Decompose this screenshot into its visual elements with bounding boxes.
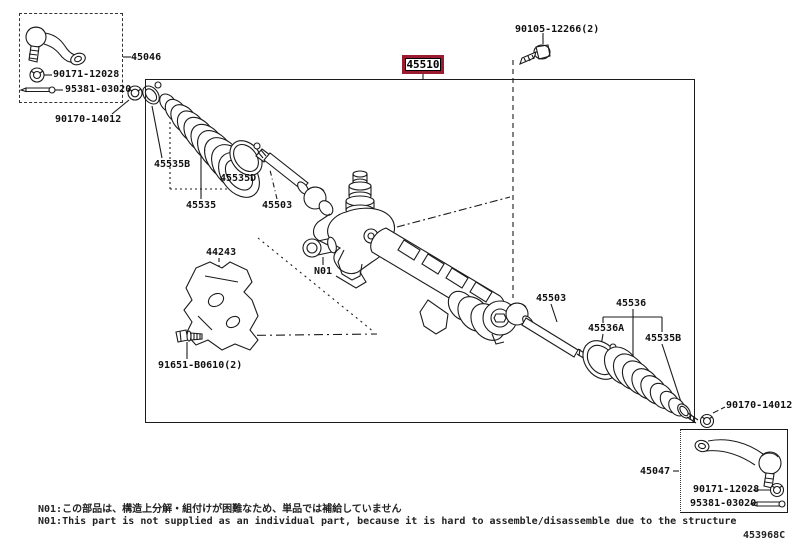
note-japanese: N01:この部品は、構造上分解・組付けが困難なため、単品では補給していません	[38, 504, 402, 515]
part-label-45536[interactable]: 45536	[616, 298, 647, 309]
part-label-45535D[interactable]: 45535D	[220, 173, 257, 184]
bracket-bolt-drawing	[176, 330, 202, 342]
part-label-91651-B0610[interactable]: 91651-B0610(2)	[158, 360, 243, 371]
lock-nut-left-drawing	[128, 86, 142, 100]
part-label-45535[interactable]: 45535	[186, 200, 217, 211]
gear-assembly-group-box	[145, 79, 695, 423]
part-label-95381-03020-br[interactable]: 95381-03020	[690, 498, 757, 509]
inner-rod-right-drawing	[506, 303, 592, 362]
part-label-45046[interactable]: 45046	[131, 52, 162, 63]
bracket-drawing	[184, 262, 258, 350]
lock-nut-right-drawing	[701, 415, 714, 428]
part-label-45535B-left[interactable]: 45535B	[154, 159, 191, 170]
part-label-45503-left[interactable]: 45503	[262, 200, 293, 211]
tie-rod-end-left-drawing	[26, 27, 87, 67]
left-boot-clip-drawing	[223, 134, 268, 181]
part-label-45503-right[interactable]: 45503	[536, 293, 567, 304]
castle-nut-icon-right	[771, 484, 784, 497]
part-label-90170-14012-br[interactable]: 90170-14012	[726, 400, 793, 411]
part-label-90105-12266[interactable]: 90105-12266(2)	[515, 24, 600, 35]
part-label-45047[interactable]: 45047	[640, 466, 671, 477]
part-label-90171-12028-br[interactable]: 90171-12028	[693, 484, 760, 495]
doc-code: 453968C	[743, 530, 786, 541]
right-boot-drawing	[597, 340, 688, 419]
mount-bolt-drawing	[520, 45, 550, 64]
part-label-44243[interactable]: 44243	[206, 247, 237, 258]
part-label-95381-03020-tl[interactable]: 95381-03020	[65, 84, 132, 95]
tie-rod-right-group-box	[680, 429, 788, 513]
highlighted-part-box[interactable]: 45510	[402, 55, 444, 74]
part-label-45536A[interactable]: 45536A	[588, 323, 625, 334]
part-label-45510[interactable]: 45510	[406, 58, 440, 71]
cotter-pin-icon-right	[751, 501, 785, 507]
right-boot-clamp-small-drawing	[675, 402, 698, 423]
part-label-90170-14012-tl[interactable]: 90170-14012	[55, 114, 122, 125]
grommet-drawing	[303, 236, 338, 257]
left-boot-clamp-drawing	[139, 82, 162, 107]
note-english: N01:This part is not supplied as an indi…	[38, 516, 737, 527]
gear-housing-drawing	[314, 171, 518, 347]
castle-nut-icon	[30, 68, 52, 82]
tie-rod-left-group-box	[19, 13, 123, 103]
inner-rod-left-drawing	[256, 149, 336, 218]
part-label-90171-12028-tl[interactable]: 90171-12028	[53, 69, 120, 80]
part-label-45535B-right[interactable]: 45535B	[645, 333, 682, 344]
part-label-N01[interactable]: N01	[314, 266, 333, 277]
cotter-pin-icon	[21, 87, 63, 93]
